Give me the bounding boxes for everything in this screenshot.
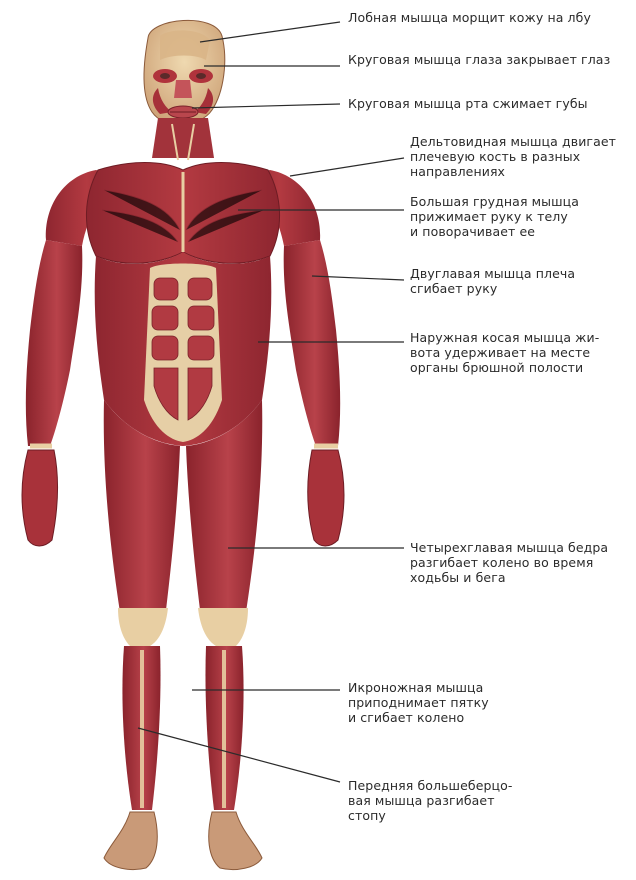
leader-line-deltoid [290, 158, 404, 176]
neck [152, 118, 214, 158]
head [144, 20, 225, 124]
foot-right [209, 812, 262, 870]
label-deltoid: Дельтовидная мышца двигает плечевую кост… [410, 134, 616, 179]
knee-right [198, 608, 248, 646]
arm-right [284, 240, 340, 446]
label-orbicularis-oculi: Круговая мышца глаза закрывает глаз [348, 52, 610, 67]
foot-left [104, 812, 157, 870]
arm-left [26, 240, 82, 446]
leader-line-frontalis [200, 22, 340, 42]
hand-left [22, 450, 58, 546]
hand-right [308, 450, 344, 546]
label-oblique: Наружная косая мышца жи- вота удерживает… [410, 330, 599, 375]
label-tibialis: Передняя большеберцо- вая мышца разгибае… [348, 778, 512, 823]
label-gastrocnemius: Икроножная мышца приподнимает пятку и сг… [348, 680, 489, 725]
label-quadriceps: Четырехглавая мышца бедра разгибает коле… [410, 540, 608, 585]
knee-left [118, 608, 168, 646]
label-biceps: Двуглавая мышца плеча сгибает руку [410, 266, 575, 296]
label-frontalis: Лобная мышца морщит кожу на лбу [348, 10, 591, 25]
label-orbicularis-oris: Круговая мышца рта сжимает губы [348, 96, 588, 111]
label-pectoralis: Большая грудная мышца прижимает руку к т… [410, 194, 579, 239]
